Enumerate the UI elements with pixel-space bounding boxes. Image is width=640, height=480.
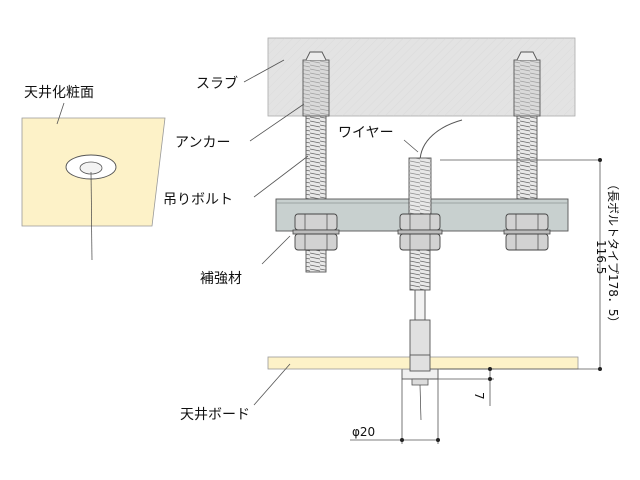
ceiling-wire [90, 171, 93, 261]
left-hanging-bolt [302, 51, 330, 273]
ceiling-finish-label: 天井化粧面 [24, 85, 94, 101]
right-nuts [503, 213, 551, 251]
wire-collar [409, 319, 431, 361]
board-leader [253, 363, 291, 406]
ceiling-board-label: 天井ボード [180, 407, 250, 423]
anchor-leader [249, 103, 305, 142]
left-nuts [292, 213, 340, 251]
ceiling-finish-leader [56, 102, 65, 125]
bolt-leader [253, 155, 309, 198]
hanging-bolt-label: 吊りボルト [163, 192, 233, 208]
slab-leader [243, 59, 285, 83]
reinforcement-label: 補強材 [200, 271, 242, 287]
wire [419, 119, 463, 163]
ceiling-finish-inset: 天井化粧面 [21, 85, 166, 261]
reinforcement-leader [261, 235, 291, 265]
diameter-dimension: φ20 [350, 379, 440, 444]
wire-shaft [414, 289, 426, 321]
wire-leader [403, 139, 419, 153]
slab-label: スラブ [196, 75, 238, 92]
anchor-label: アンカー [175, 135, 230, 151]
diameter-value: φ20 [352, 425, 375, 439]
offset-value: 7 [472, 392, 486, 400]
right-hanging-bolt [513, 51, 541, 215]
height-dimension: 116.5 （長ボルトタイプ178．5） [440, 158, 620, 371]
wire-label: ワイヤー [338, 125, 394, 141]
wire-fitting [397, 119, 463, 421]
height-alt-value: （長ボルトタイプ178．5） [606, 178, 620, 329]
offset-dimension: 7 [430, 367, 494, 406]
height-main-value: 116.5 [594, 240, 608, 274]
